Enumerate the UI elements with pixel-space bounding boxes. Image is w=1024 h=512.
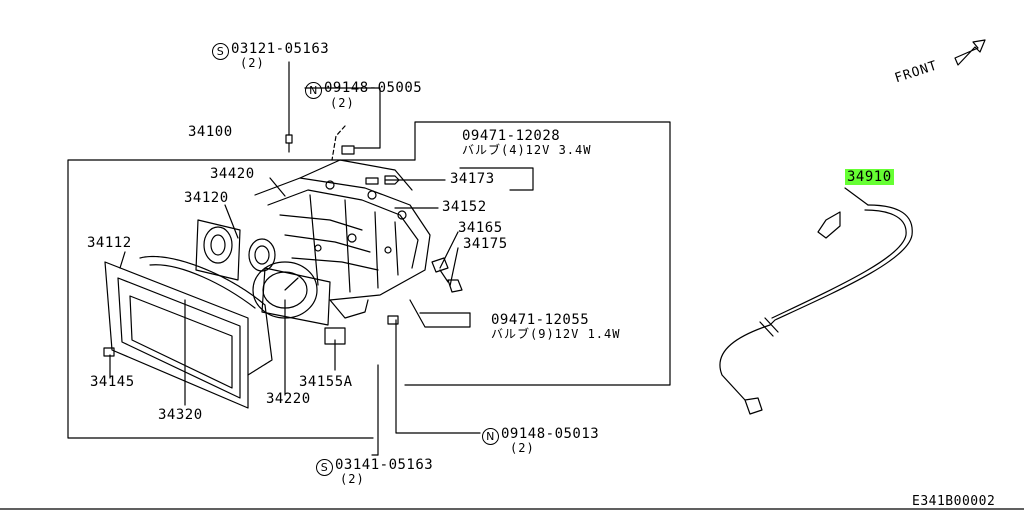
callout-34220[interactable]: 34220 [266, 391, 311, 407]
assembly-bracket-left [67, 159, 416, 439]
nut-symbol-icon: N [305, 82, 322, 99]
callout-qty: (2) [340, 472, 365, 486]
callout-part-number: 03121-05163 [231, 41, 330, 57]
highlighted-part-number: 34910 [845, 169, 894, 185]
screw-symbol-icon: S [316, 459, 333, 476]
assembly-bracket-right [404, 121, 671, 386]
callout-qty: (2) [330, 96, 355, 110]
callout-part-number: 09148-05005 [324, 80, 423, 96]
callout-qty: (2) [240, 56, 265, 70]
callout-34120[interactable]: 34120 [184, 190, 229, 206]
nut-symbol-icon: N [482, 428, 499, 445]
callout-34175[interactable]: 34175 [463, 236, 508, 252]
diagram-code: E341B00002 [912, 494, 996, 509]
callout-34320[interactable]: 34320 [158, 407, 203, 423]
callout-part-number: 03141-05163 [335, 457, 434, 473]
callout-34173[interactable]: 34173 [450, 171, 495, 187]
callout-34165[interactable]: 34165 [458, 220, 503, 236]
callout-qty: (2) [510, 441, 535, 455]
screw-symbol-icon: S [212, 43, 229, 60]
callout-34910[interactable]: 34910 [845, 169, 894, 185]
callout-34145[interactable]: 34145 [90, 374, 135, 390]
callout-34155A[interactable]: 34155A [299, 374, 353, 390]
callout-bulb-desc: バルブ(9)12V 1.4W [491, 327, 621, 341]
callout-34152[interactable]: 34152 [442, 199, 487, 215]
callout-bulb-09471-12028[interactable]: 09471-12028 [462, 128, 561, 144]
callout-34100[interactable]: 34100 [188, 124, 233, 140]
callout-bulb-desc: バルブ(4)12V 3.4W [462, 143, 592, 157]
callout-34420[interactable]: 34420 [210, 166, 255, 182]
callout-part-number: 09148-05013 [501, 426, 600, 442]
callout-34112[interactable]: 34112 [87, 235, 132, 251]
callout-bulb-09471-12055[interactable]: 09471-12055 [491, 312, 590, 328]
